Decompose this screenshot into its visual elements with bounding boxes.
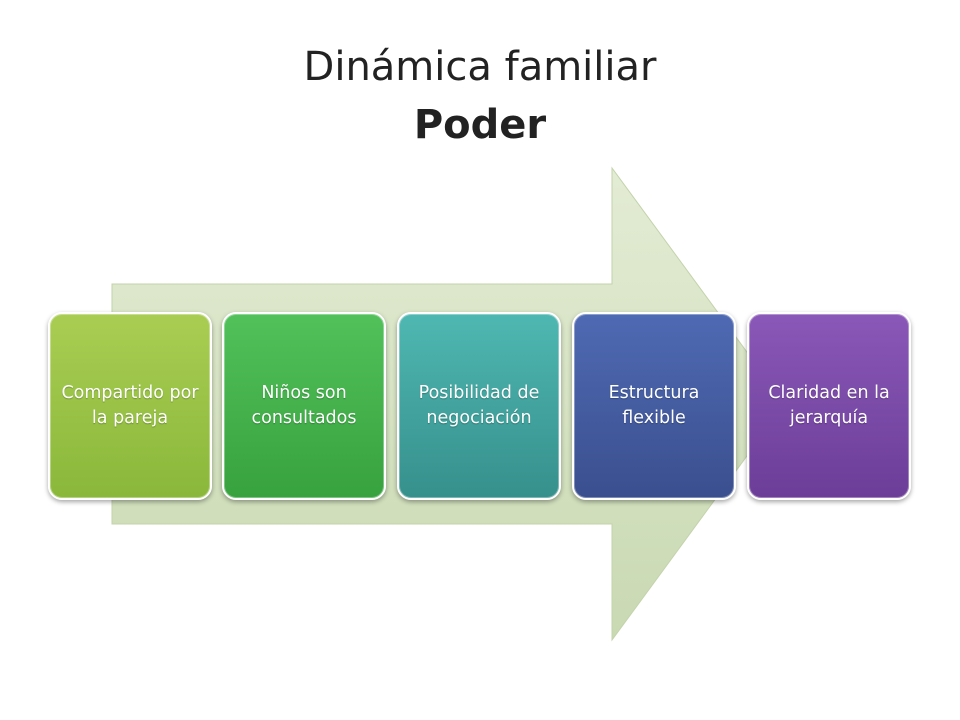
step-box-5: Claridad en la jerarquía <box>747 312 911 500</box>
step-label-2: Niños son consultados <box>251 383 357 428</box>
step-box-1: Compartido por la pareja <box>48 312 212 500</box>
step-box-3: Posibilidad de negociación <box>397 312 561 500</box>
step-box-2: Niños son consultados <box>222 312 386 500</box>
step-label-5: Claridad en la jerarquía <box>768 383 890 428</box>
step-label-1: Compartido por la pareja <box>61 383 199 428</box>
step-label-4: Estructura flexible <box>608 383 700 428</box>
step-box-4: Estructura flexible <box>572 312 736 500</box>
title-line-2: Poder <box>413 102 547 148</box>
slide-title: Dinámica familiar Poder <box>0 38 960 154</box>
title-line-1: Dinámica familiar <box>303 44 657 90</box>
step-label-3: Posibilidad de negociación <box>418 383 540 428</box>
